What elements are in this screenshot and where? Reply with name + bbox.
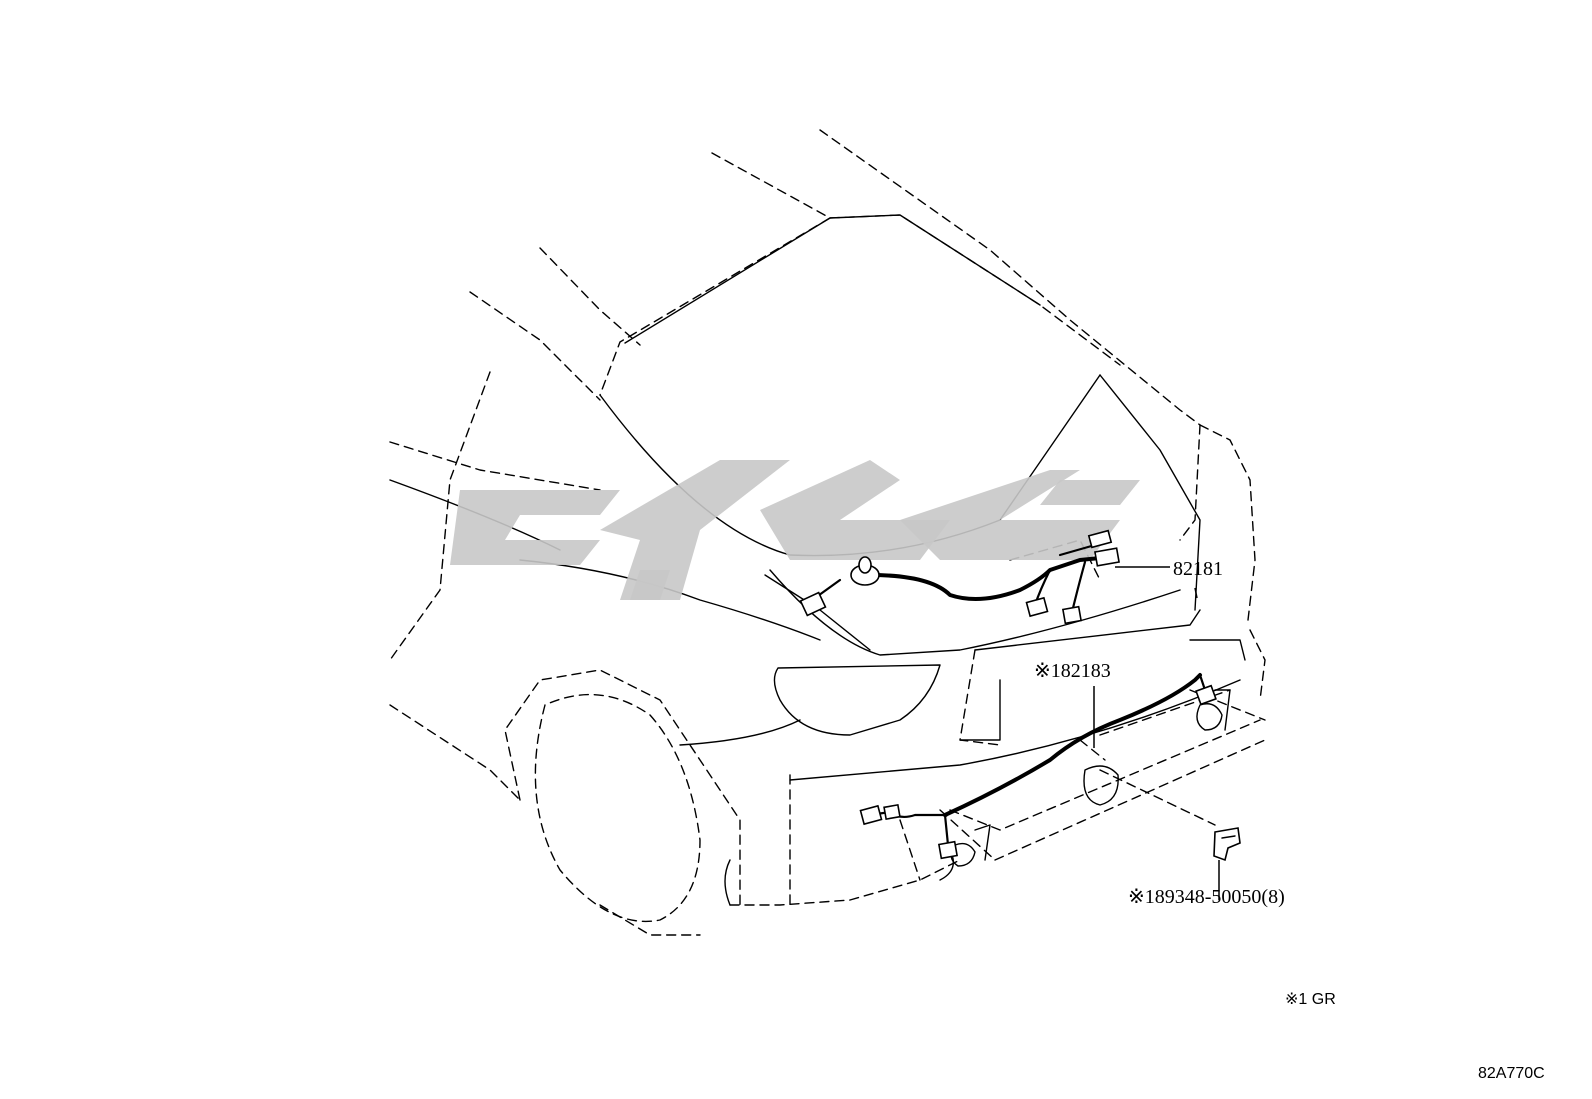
connector [799,591,827,617]
harness-82181 [799,529,1120,625]
connector [1195,684,1217,706]
connector [1025,596,1049,618]
leader-lines [1093,566,1220,900]
part-label-82183: ※182183 [1034,660,1111,682]
part-label-82181: 82181 [1173,558,1223,580]
figure-code: 82A770C [1478,1065,1545,1082]
grommet [850,556,880,586]
connector [1094,547,1120,567]
connector [937,840,959,860]
connector [1061,605,1083,625]
connector [883,803,901,821]
clip-part [1213,827,1241,862]
connector [859,804,883,826]
legend-note: ※1 GR [1285,991,1336,1008]
watermark-logo [450,460,1140,600]
harness-82183 [859,673,1217,860]
part-label-clip: ※189348-50050(8) [1128,886,1285,908]
connector [1087,529,1113,549]
